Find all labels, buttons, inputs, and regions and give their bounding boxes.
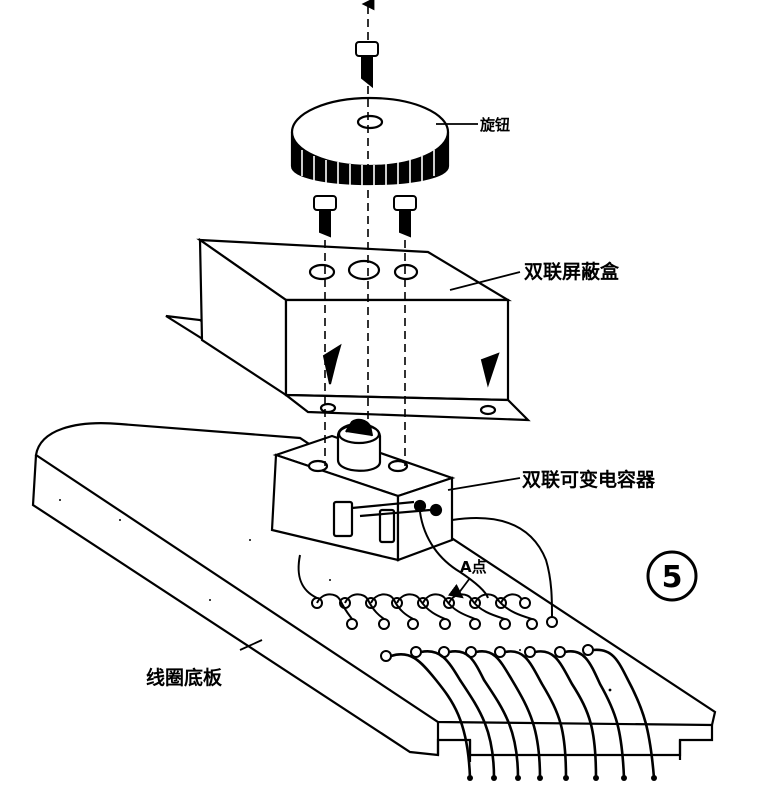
alignment-axes (324, 0, 406, 466)
tuning-knob (290, 96, 450, 191)
step-number-badge: 5 (646, 550, 698, 602)
self-tapping-screws (322, 343, 500, 388)
dual-variable-capacitor (270, 418, 456, 562)
variable-capacitor-label: 双联可变电容器 (522, 468, 656, 491)
lead-ends (467, 775, 657, 781)
knob-label: 旋钮 (479, 116, 510, 134)
knob-screw (355, 41, 379, 89)
coil-board-label: 线圈底板 (146, 666, 223, 689)
shield-box (165, 237, 531, 422)
step-number: 5 (662, 560, 683, 595)
point-a-label: A点 (460, 558, 487, 576)
leader-lines (239, 123, 521, 651)
capacitor-wires (297, 511, 553, 618)
coil-base-board (31, 422, 717, 762)
shield-box-label: 双联屏蔽盒 (524, 260, 620, 283)
box-screws (313, 195, 417, 238)
coil-leads (390, 648, 656, 779)
jumper-loops-upper (316, 593, 533, 620)
